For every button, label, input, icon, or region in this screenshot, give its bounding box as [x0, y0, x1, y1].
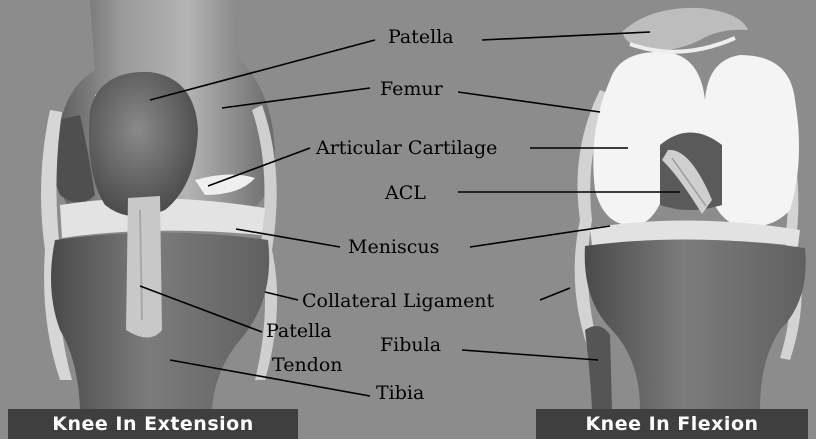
patella-bone-right — [622, 8, 748, 50]
leader-collateral-right — [540, 288, 570, 300]
leader-fibula — [462, 350, 598, 360]
patella-tendon — [126, 196, 162, 338]
label-collateral-ligament: Collateral Ligament — [302, 290, 494, 312]
label-femur: Femur — [380, 78, 443, 100]
label-meniscus: Meniscus — [348, 236, 439, 258]
label-patella: Patella — [388, 26, 454, 48]
label-tibia: Tibia — [376, 382, 424, 404]
knee-extension-illustration — [41, 0, 277, 409]
label-patella-tendon-line2: Tendon — [272, 354, 343, 376]
caption-knee-in-flexion: Knee In Flexion — [536, 409, 808, 439]
fibula-bone — [585, 326, 612, 409]
caption-knee-in-extension: Knee In Extension — [8, 409, 298, 439]
label-patella-tendon-line1: Patella — [266, 320, 332, 342]
label-fibula: Fibula — [380, 334, 441, 356]
label-articular-cartilage: Articular Cartilage — [316, 137, 497, 159]
tibia-bone-right — [585, 239, 806, 409]
knee-flexion-illustration — [575, 8, 806, 409]
leader-femur-right — [458, 92, 600, 112]
label-acl: ACL — [385, 182, 426, 204]
